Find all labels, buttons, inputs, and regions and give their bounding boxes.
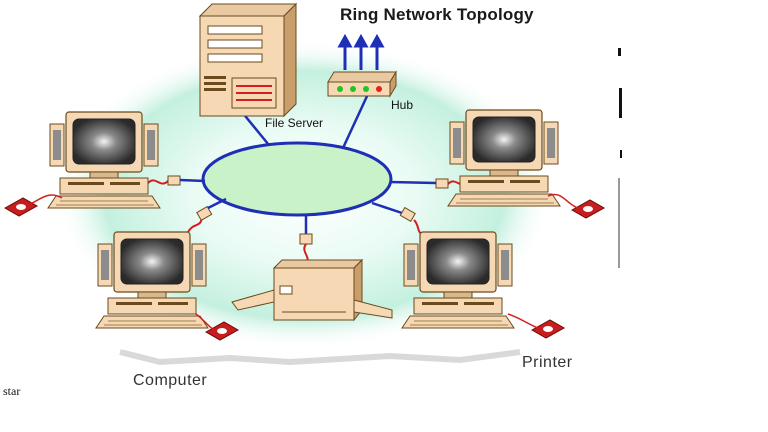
mouse-top-right-icon bbox=[571, 199, 605, 219]
ring bbox=[201, 141, 393, 217]
hub-label: Hub bbox=[391, 98, 414, 112]
diagram-title: Ring Network Topology bbox=[340, 5, 534, 24]
mouse-top-left-icon bbox=[4, 197, 38, 217]
file-server-label: File Server bbox=[265, 116, 324, 130]
mouse-bottom-right-icon bbox=[531, 319, 565, 339]
corner-text: star bbox=[3, 384, 21, 398]
printer-label: Printer bbox=[522, 354, 573, 371]
computer-label: Computer bbox=[133, 372, 208, 389]
printer-icon bbox=[231, 258, 393, 322]
file-server-icon bbox=[198, 2, 298, 118]
hub-icon bbox=[327, 33, 397, 98]
